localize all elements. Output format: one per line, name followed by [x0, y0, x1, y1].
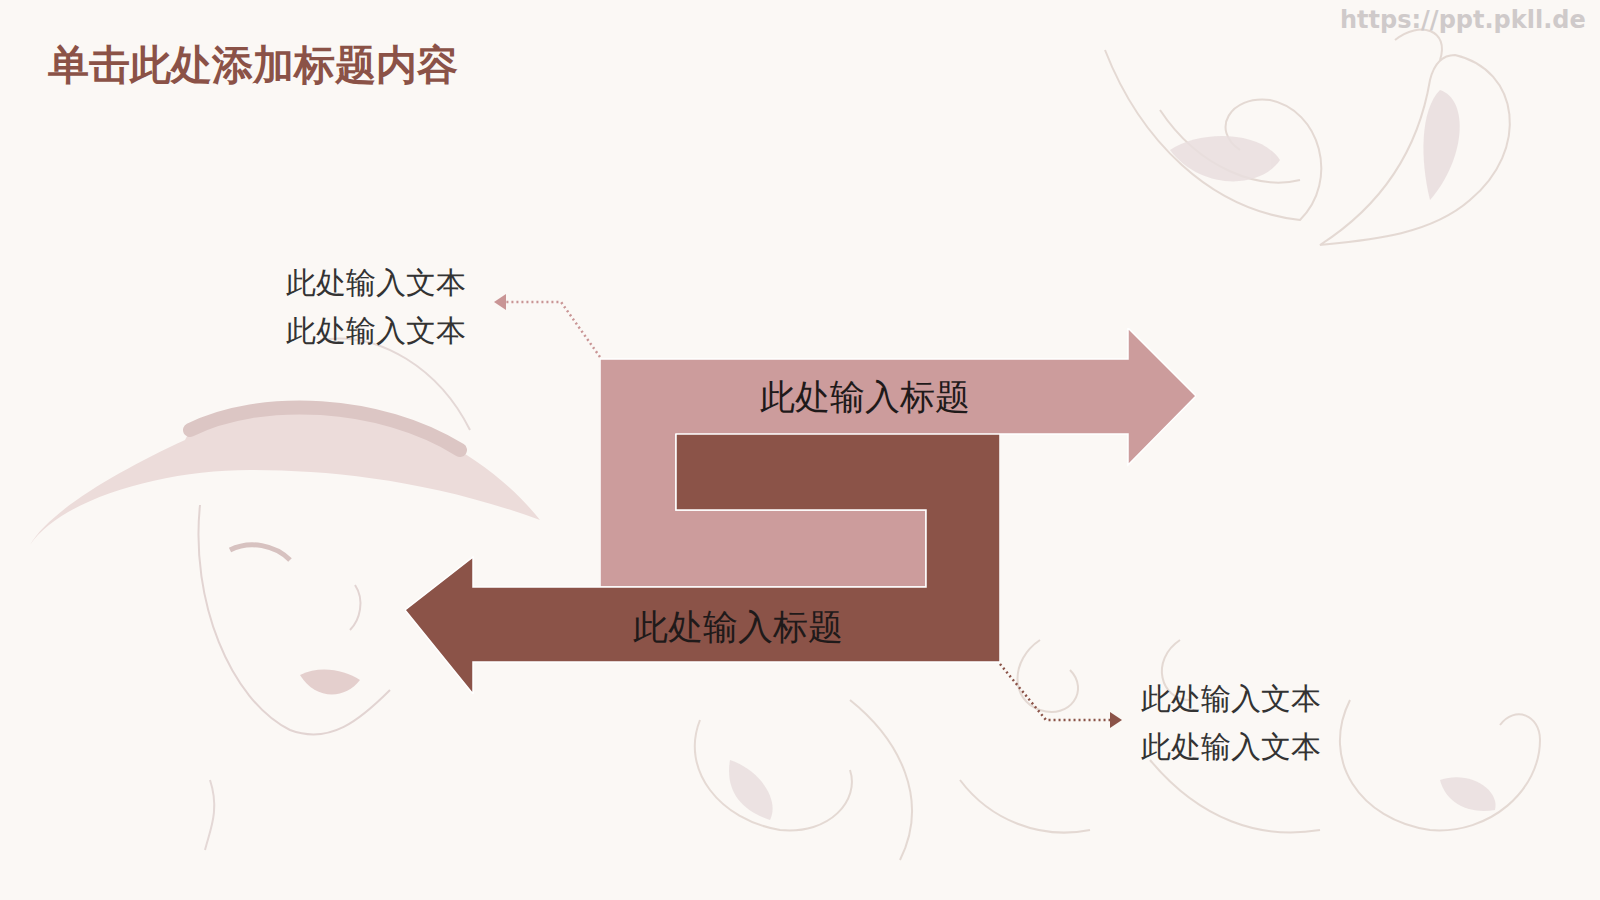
body-text: 此处输入文本	[1141, 729, 1321, 765]
leader-arrowhead	[1110, 712, 1122, 728]
arrow-title: 此处输入标题	[633, 606, 843, 648]
left-arrow: 此处输入标题	[405, 434, 1000, 694]
body-text: 此处输入文本	[286, 313, 466, 349]
arrow-title: 此处输入标题	[760, 376, 970, 418]
arrow-outline	[405, 434, 1000, 694]
leader-arrowhead	[494, 294, 506, 310]
leader-line	[1000, 664, 1110, 720]
slide-title: 单击此处添加标题内容	[48, 38, 458, 93]
body-text: 此处输入文本	[286, 265, 466, 301]
arrow-shape	[405, 434, 1000, 694]
watermark: https://ppt.pkll.de	[1340, 6, 1586, 34]
body-text: 此处输入文本	[1141, 681, 1321, 717]
leader-line	[500, 302, 600, 357]
